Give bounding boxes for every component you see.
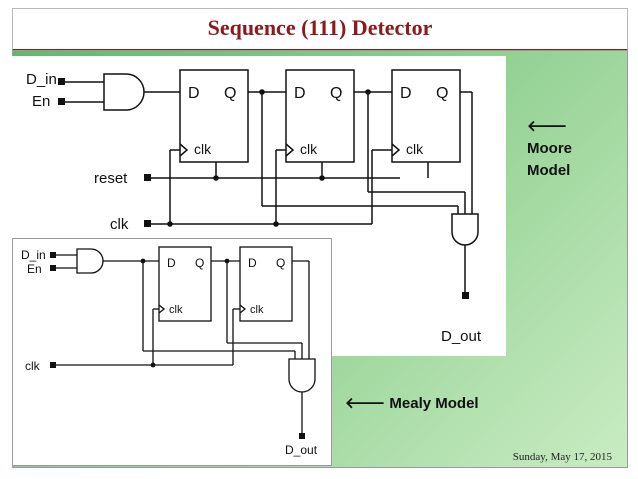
- moore-ff1-q: Q: [224, 85, 236, 102]
- slide-title: Sequence (111) Detector: [207, 15, 433, 40]
- mealy-and-gate-1: [76, 248, 104, 274]
- moore-ff2-d: D: [294, 85, 306, 102]
- moore-flipflop-1: [179, 69, 249, 163]
- mealy-ff1-q: Q: [195, 256, 204, 270]
- moore-ff1-d: D: [188, 85, 200, 102]
- mealy-label-en: En: [27, 262, 42, 276]
- mealy-ff2-q: Q: [276, 256, 285, 270]
- moore-label-d-in: D_in: [26, 71, 57, 88]
- mealy-ff1-d: D: [167, 256, 176, 270]
- mealy-annotation-text: Mealy Model: [389, 395, 479, 412]
- mealy-label-clk: clk: [25, 359, 41, 373]
- moore-annotation: 🡐 Moore Model: [527, 116, 572, 182]
- title-bar: Sequence (111) Detector: [12, 8, 628, 51]
- moore-ff3-clk: clk: [406, 141, 424, 157]
- moore-annotation-line1: Moore: [527, 140, 572, 157]
- moore-ff3-q: Q: [436, 85, 448, 102]
- mealy-ff2-d: D: [248, 256, 257, 270]
- moore-label-clk: clk: [110, 216, 129, 233]
- moore-flipflop-2: [285, 69, 355, 163]
- moore-annotation-line2: Model: [527, 162, 571, 179]
- moore-ff2-clk: clk: [300, 141, 318, 157]
- mealy-ff2-clk: clk: [250, 304, 264, 316]
- moore-label-en: En: [32, 93, 50, 110]
- moore-circuit: D_in En reset clk D_out D Q clk D Q clk …: [26, 69, 482, 345]
- mealy-label-d-in: D_in: [21, 248, 46, 262]
- moore-flipflop-3: [391, 69, 461, 163]
- mealy-circuit: D_in En clk D_out D Q clk D Q clk: [21, 246, 318, 457]
- mealy-label-d-out: D_out: [285, 443, 318, 457]
- moore-and-gate-1: [103, 73, 145, 111]
- mealy-flipflop-1: [158, 246, 212, 322]
- moore-and-gate-output: [451, 213, 479, 246]
- moore-ff2-q: Q: [330, 85, 342, 102]
- moore-label-d-out: D_out: [441, 328, 482, 345]
- moore-ff3-d: D: [400, 85, 412, 102]
- mealy-and-gate-output: [288, 358, 316, 393]
- moore-ff1-clk: clk: [194, 141, 212, 157]
- footer-date: Sunday, May 17, 2015: [512, 451, 612, 463]
- left-arrow-icon: 🡐: [527, 118, 568, 135]
- mealy-ff1-clk: clk: [169, 304, 183, 316]
- left-arrow-icon: 🡐: [345, 395, 386, 412]
- mealy-flipflop-2: [239, 246, 293, 322]
- mealy-annotation: 🡐 Mealy Model: [345, 393, 479, 412]
- moore-label-reset: reset: [94, 170, 128, 187]
- mealy-diagram: D_in En clk D_out D Q clk D Q clk: [12, 238, 332, 466]
